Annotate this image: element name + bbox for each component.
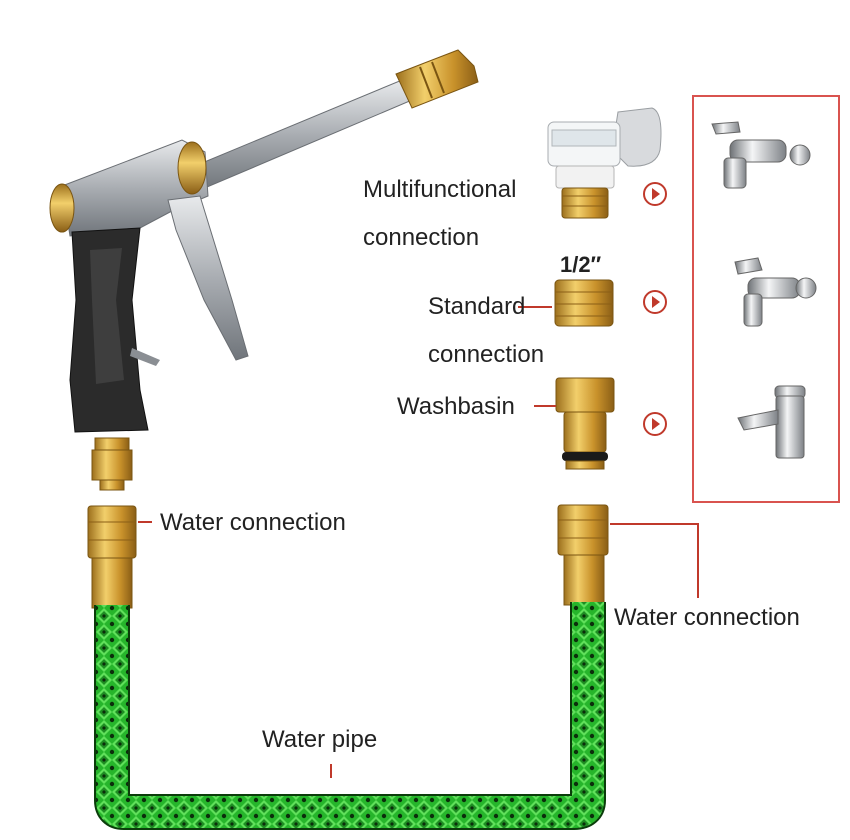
faucet-frame xyxy=(692,95,840,503)
multifunctional-label-line2: connection xyxy=(363,224,480,251)
standard-connector-icon xyxy=(554,279,614,327)
tap-icon xyxy=(734,257,817,327)
standard-label-line1: Standard xyxy=(428,293,526,320)
tap-icon xyxy=(711,121,811,189)
water-connection-left-label: Water connection xyxy=(160,509,346,536)
arrow-right-icon xyxy=(643,412,667,436)
left-water-connector-icon xyxy=(87,505,137,609)
multifunctional-label-line1: Multifunctional xyxy=(363,176,517,203)
basin-faucet-icon xyxy=(737,385,806,459)
arrow-right-icon xyxy=(643,290,667,314)
multifunctional-connector-icon xyxy=(547,107,662,219)
water-connection-right-label: Water connection xyxy=(614,604,800,631)
arrow-right-icon xyxy=(643,182,667,206)
spray-gun-icon xyxy=(49,49,479,491)
washbasin-connector-icon xyxy=(555,377,615,470)
right-water-connector-icon xyxy=(557,504,609,606)
washbasin-label: Washbasin xyxy=(397,393,515,420)
water-pipe-icon xyxy=(94,602,606,830)
standard-label-line2: connection xyxy=(428,341,545,368)
water-pipe-label: Water pipe xyxy=(262,726,378,753)
leader-lines xyxy=(138,306,699,778)
size-label: 1/2″ xyxy=(560,252,602,277)
